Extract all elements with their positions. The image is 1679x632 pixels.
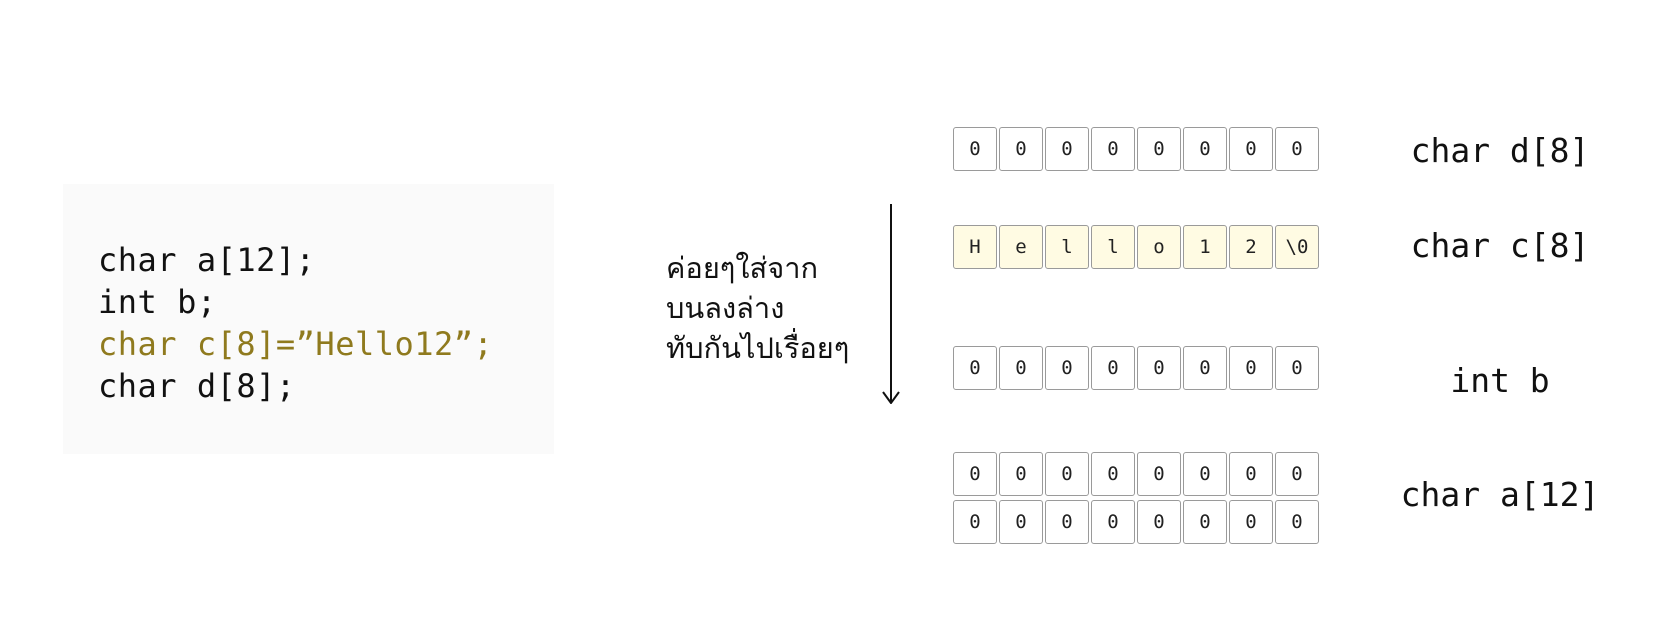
memory-cell: l [1091,225,1135,269]
order-note: ค่อยๆใส่จาก บนลงล่าง ทับกันไปเรื่อยๆ [666,248,849,368]
memory-cell: 0 [1229,500,1273,544]
label-int-b: int b [1450,361,1550,400]
note-line-2: บนลงล่าง [666,291,785,325]
memory-cell: 0 [1275,346,1319,390]
memory-cell: 0 [1275,127,1319,171]
memory-cell: 0 [953,500,997,544]
memory-cell: 0 [1091,452,1135,496]
memory-cell: 0 [999,452,1043,496]
memory-cell: 0 [1275,452,1319,496]
memory-cell: 0 [953,127,997,171]
memory-cell: e [999,225,1043,269]
memory-cell: 0 [1045,127,1089,171]
memory-cell: 0 [1045,346,1089,390]
code-line-a: char a[12]; [98,241,316,279]
memory-cell: 0 [1137,346,1181,390]
label-char-d: char d[8] [1410,131,1590,170]
memory-cell: 0 [1045,500,1089,544]
memory-cell: 0 [1091,500,1135,544]
memory-cell: \0 [1275,225,1319,269]
memory-cell: 0 [953,346,997,390]
memory-cell: 0 [999,127,1043,171]
memory-cell: 0 [1137,500,1181,544]
memory-cell: 0 [1229,452,1273,496]
memory-cell: 0 [999,500,1043,544]
note-line-3: ทับกันไปเรื่อยๆ [666,331,850,365]
code-line-b: int b; [98,283,217,321]
memory-cell: 0 [1183,346,1227,390]
code-line-d: char d[8]; [98,367,296,405]
memory-cell: 0 [1183,452,1227,496]
memory-cell: 0 [1275,500,1319,544]
memory-cell: 2 [1229,225,1273,269]
memory-cell: 0 [1091,346,1135,390]
memory-cell: 0 [1091,127,1135,171]
memory-cell: 0 [1229,346,1273,390]
code-line-c: char c[8]=”Hello12”; [98,325,494,363]
memory-cell: 0 [1229,127,1273,171]
memory-cell: 1 [1183,225,1227,269]
memory-cell: 0 [1137,127,1181,171]
memory-cell: 0 [1137,452,1181,496]
memory-cell: 0 [953,452,997,496]
memory-cell: o [1137,225,1181,269]
memory-cell: l [1045,225,1089,269]
label-char-a: char a[12] [1400,475,1600,514]
label-char-c: char c[8] [1410,226,1590,265]
note-line-1: ค่อยๆใส่จาก [666,251,819,285]
code-panel: char a[12]; int b; char c[8]=”Hello12”; … [63,184,554,454]
memory-cell: 0 [1183,500,1227,544]
memory-cell: 0 [1183,127,1227,171]
memory-cell: 0 [1045,452,1089,496]
memory-cell: 0 [999,346,1043,390]
memory-cell: H [953,225,997,269]
down-arrow-icon [882,204,900,404]
